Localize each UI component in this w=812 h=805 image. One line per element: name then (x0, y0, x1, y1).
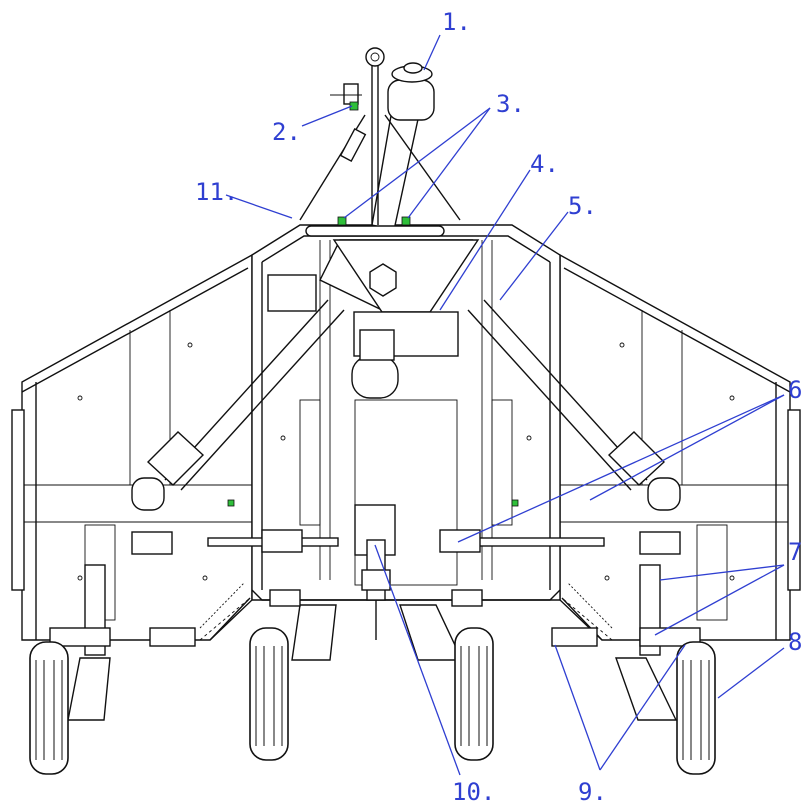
callout-label: 4. (530, 150, 559, 178)
main-gearbox (319, 239, 480, 399)
callout-label: 7 (788, 538, 802, 566)
callout-1: 1. (423, 8, 471, 71)
input-driveline (371, 62, 435, 231)
right-driveshaft (467, 299, 681, 511)
top-hitch (299, 47, 461, 225)
callout-7: 7 (654, 538, 802, 636)
callout-label: 5. (568, 192, 597, 220)
callout-label: 11. (195, 178, 238, 206)
callout-9: 9. (554, 644, 686, 805)
center-deck (251, 224, 561, 601)
left-wing-deck (11, 253, 253, 641)
grease-fittings (227, 216, 519, 507)
wheel-arms (49, 564, 701, 656)
callout-6: 6 (457, 376, 802, 543)
callout-label: 1. (442, 8, 471, 36)
callout-5: 5. (499, 192, 597, 301)
callout-label: 10. (452, 778, 495, 805)
callout-2: 2. (272, 105, 353, 146)
front-crossbar (131, 225, 681, 555)
chain-guards (199, 597, 613, 641)
callout-4: 4. (439, 150, 559, 311)
callout-3: 3. (343, 90, 525, 219)
tires (29, 627, 716, 775)
left-driveshaft (131, 299, 345, 511)
callout-label: 8 (788, 628, 802, 656)
callout-11: 11. (195, 178, 293, 219)
callout-label: 9. (578, 778, 607, 805)
right-wing-deck (559, 253, 801, 641)
callout-10: 10. (374, 544, 495, 805)
callout-8: 8 (717, 628, 802, 699)
callout-label: 2. (272, 118, 301, 146)
callout-label: 6 (788, 376, 802, 404)
callout-label: 3. (496, 90, 525, 118)
